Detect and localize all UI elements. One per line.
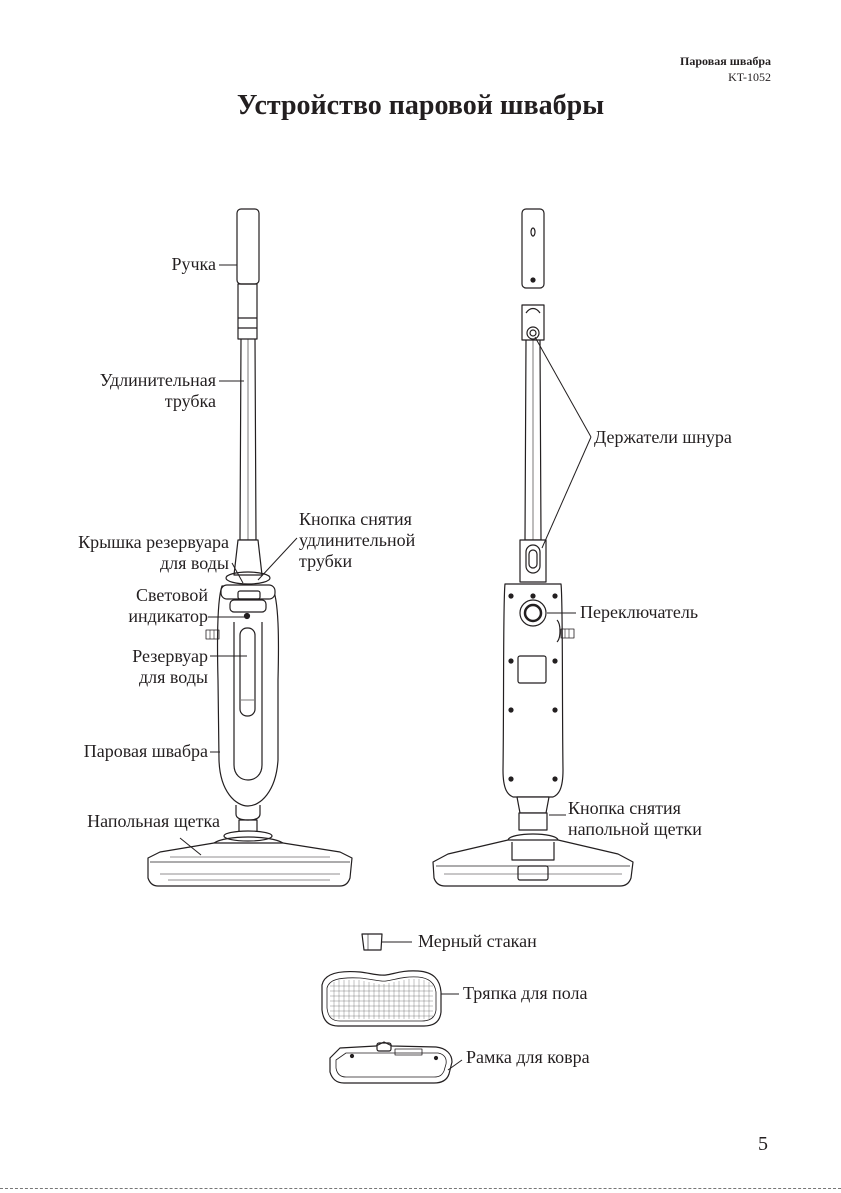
front-floor-brush (147, 842, 353, 887)
label-water-tank-line1: Резервуар (132, 646, 208, 666)
front-neck (235, 805, 261, 821)
label-tube-release-line3: трубки (299, 551, 353, 571)
label-indicator-line2: индикатор (128, 606, 208, 626)
label-brush-release-line1: Кнопка снятия (568, 798, 681, 818)
front-handle (236, 208, 260, 285)
footer-rule (0, 1188, 841, 1189)
label-measuring-cup: Мерный стакан (418, 931, 537, 951)
label-tube-release: Кнопка снятия удлинительной трубки (299, 509, 415, 572)
label-extension-tube-line1: Удлинительная (99, 370, 216, 390)
label-water-tank: Резервуар для воды (132, 646, 208, 688)
front-tube-release-collar (233, 539, 263, 576)
label-brush-release: Кнопка снятия напольной щетки (568, 798, 702, 840)
back-floor-brush (432, 839, 634, 887)
leader-lines (179, 264, 592, 1071)
label-water-tank-line2: для воды (138, 667, 208, 687)
label-floor-cloth: Тряпка для пола (463, 983, 588, 1003)
label-floor-brush: Напольная щетка (87, 811, 220, 831)
page-number: 5 (758, 1133, 768, 1155)
label-indicator-line1: Световой (135, 585, 208, 605)
carpet-frame-illustration (329, 1041, 453, 1084)
label-carpet-frame: Рамка для ковра (466, 1047, 590, 1067)
label-tube-release-line1: Кнопка снятия (299, 509, 412, 529)
label-mop-body: Паровая швабра (83, 741, 208, 761)
header-title: Паровая швабра (680, 54, 771, 68)
label-cord-holders: Держатели шнура (594, 427, 732, 447)
front-body (216, 585, 280, 807)
front-top-cap (220, 584, 276, 600)
label-extension-tube: Удлинительная трубка (100, 370, 216, 412)
label-switch: Переключатель (580, 602, 699, 622)
front-tube-upper (237, 283, 258, 340)
front-indicator-lamp (243, 612, 251, 620)
label-indicator: Световой индикатор (128, 585, 208, 627)
label-tank-cap-line1: Крышка резервуара (78, 532, 229, 552)
back-neck (516, 796, 550, 814)
page-title: Устройство паровой швабры (236, 90, 605, 121)
label-brush-release-line2: напольной щетки (568, 819, 702, 839)
back-view-mop (432, 208, 634, 887)
floor-cloth-illustration (321, 970, 442, 1027)
measuring-cup-illustration (361, 933, 383, 951)
front-water-tank-window (233, 622, 263, 781)
back-handle (521, 208, 545, 289)
back-body (502, 583, 564, 798)
lower-cord-holder (519, 539, 547, 583)
label-tank-cap: Крышка резервуара для воды (78, 532, 229, 574)
header-model: KT-1052 (728, 70, 771, 84)
label-tank-cap-line2: для воды (159, 553, 229, 573)
label-handle: Ручка (171, 254, 216, 274)
label-extension-tube-line2: трубка (164, 391, 216, 411)
label-tube-release-line2: удлинительной (299, 530, 416, 550)
front-view-mop (147, 208, 353, 887)
